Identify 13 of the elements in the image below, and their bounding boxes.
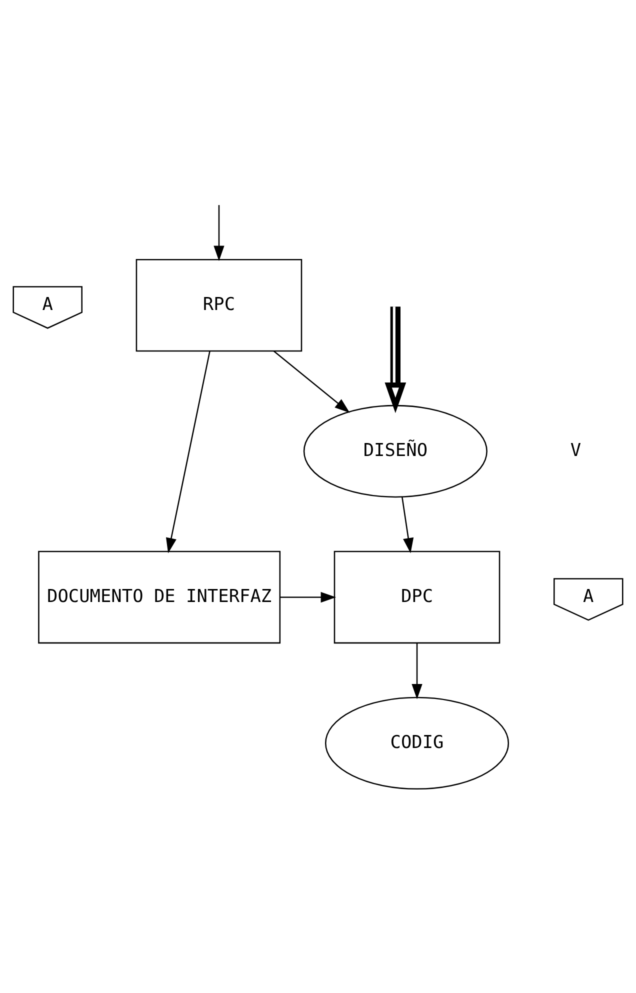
arrow — [273, 350, 350, 413]
arrow — [412, 643, 422, 700]
node-box: DOCUMENTO DE INTERFAZ — [38, 550, 281, 644]
node-ellipse: CODIG — [324, 696, 510, 790]
arrow — [384, 306, 406, 414]
arrow — [214, 205, 224, 261]
node-box: DPC — [334, 550, 500, 644]
node-ellipse: DISEÑO — [303, 404, 488, 498]
arrow — [280, 592, 336, 603]
arrow — [402, 497, 414, 554]
label: V — [570, 440, 582, 461]
arrow — [166, 351, 210, 554]
node-box: RPC — [136, 258, 302, 352]
